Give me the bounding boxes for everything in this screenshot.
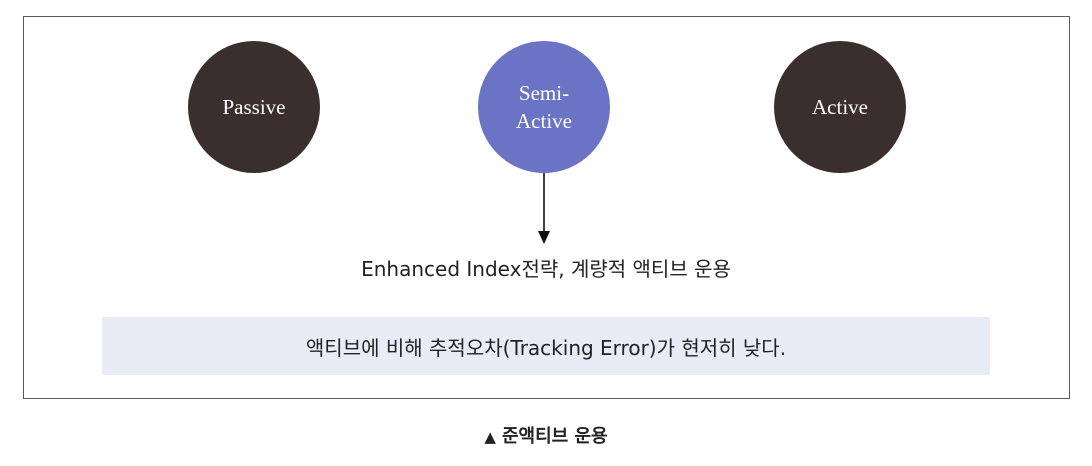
active-label: Active <box>812 95 868 119</box>
down-arrow-icon <box>538 173 550 244</box>
figure-caption: ▲ 준액티브 운용 <box>0 424 1092 450</box>
note-text: 액티브에 비해 추적오차(Tracking Error)가 현저히 낮다. <box>305 335 787 360</box>
active-node: Active <box>774 41 906 173</box>
semi-active-node: Semi- Active <box>478 41 610 173</box>
note-band: 액티브에 비해 추적오차(Tracking Error)가 현저히 낮다. <box>102 317 990 375</box>
semi-active-label-line1: Semi- <box>518 81 570 105</box>
semi-active-label: Semi- Active <box>516 79 572 135</box>
strategy-text: Enhanced Index전략, 계량적 액티브 운용 <box>361 257 731 281</box>
triangle-up-icon: ▲ <box>484 428 496 446</box>
passive-label: Passive <box>222 95 286 119</box>
semi-active-label-line2: Active <box>516 109 572 133</box>
passive-node: Passive <box>188 41 320 173</box>
caption-text: 준액티브 운용 <box>501 426 608 447</box>
